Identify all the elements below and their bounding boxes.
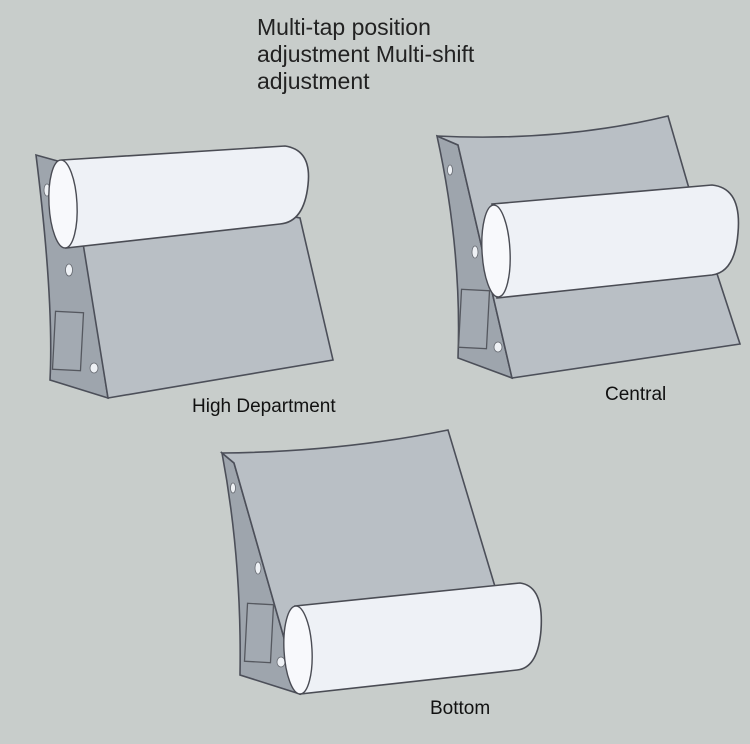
button-dot: [254, 561, 262, 575]
pillow-bottom: [219, 429, 543, 696]
button-dot: [493, 341, 503, 353]
button-dot: [276, 656, 286, 668]
bolster-roll-end: [283, 605, 313, 695]
pillow-high-department: [35, 145, 334, 400]
button-dot: [447, 164, 453, 176]
bolster-roll: [491, 184, 740, 299]
bolster-roll: [294, 582, 543, 695]
pillow-central: [435, 115, 742, 380]
caption-bottom: Bottom: [430, 698, 491, 719]
bolster-roll-end: [48, 159, 78, 249]
button-dot: [230, 482, 236, 494]
button-dot: [65, 263, 73, 277]
side-pocket: [243, 602, 275, 664]
side-pocket: [51, 310, 85, 372]
bolster-roll: [61, 145, 310, 249]
wedge-side-panel: [220, 450, 302, 696]
caption-high-department: High Department: [192, 396, 336, 417]
side-pocket: [457, 288, 491, 350]
page-title: Multi-tap position adjustment Multi-shif…: [257, 14, 475, 94]
button-dot: [89, 362, 99, 374]
button-dot: [471, 245, 479, 259]
bolster-roll-end: [481, 204, 511, 298]
caption-central: Central: [605, 384, 667, 405]
